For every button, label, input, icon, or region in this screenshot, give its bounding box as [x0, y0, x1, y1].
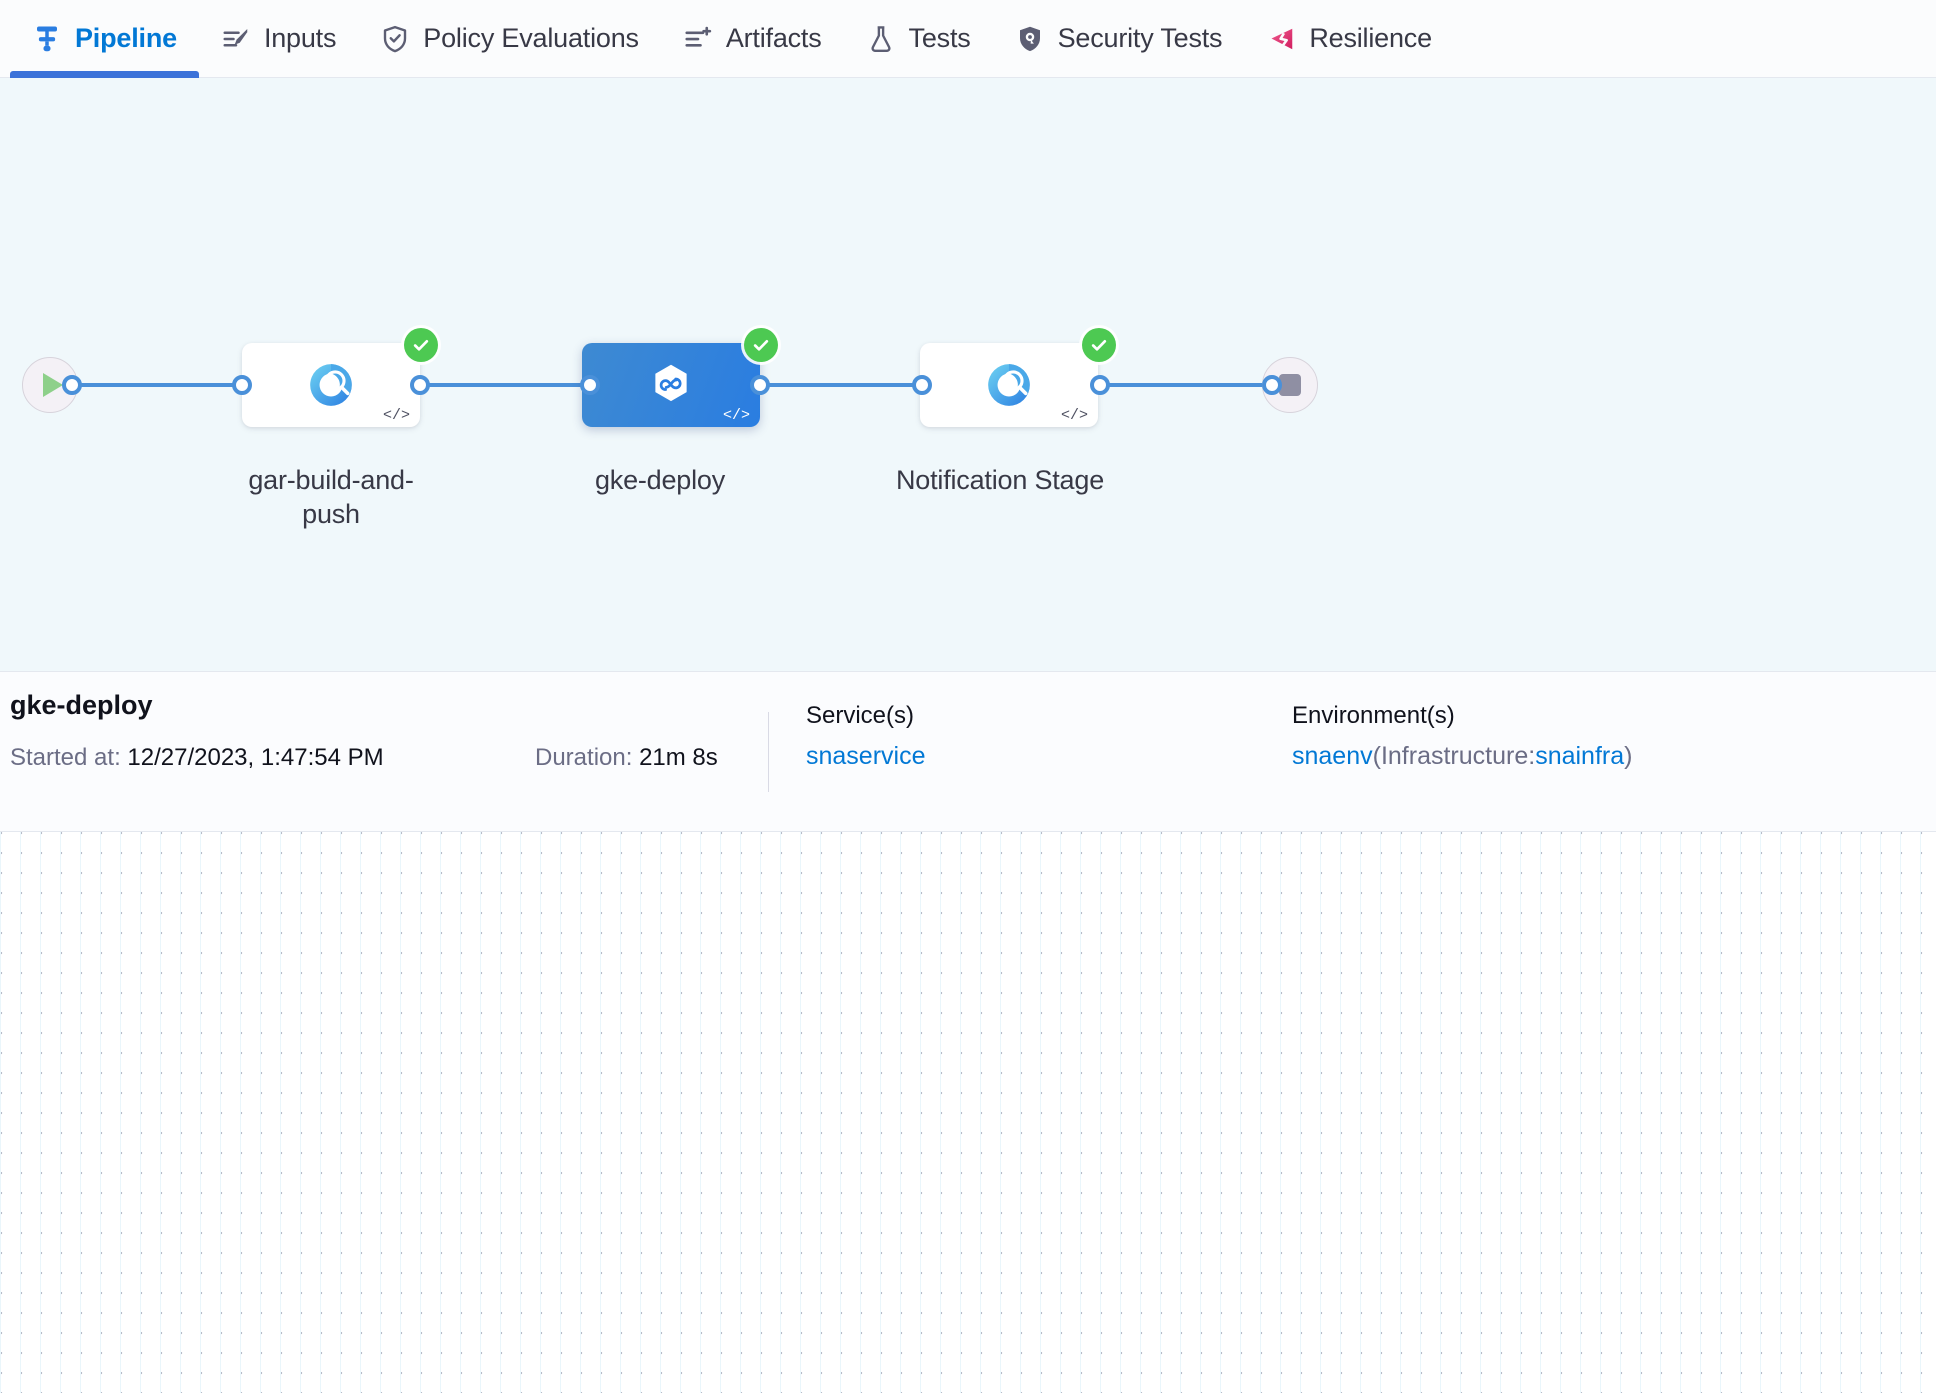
infrastructure-prefix: (Infrastructure: [1372, 742, 1536, 770]
details-divider [768, 712, 769, 792]
environment-link[interactable]: snaenv(Infrastructure:snainfra) [1292, 742, 1632, 771]
artifacts-list-icon [683, 24, 713, 54]
edge-stage3-to-end [1100, 383, 1280, 387]
environments-label: Environment(s) [1292, 702, 1455, 729]
service-link-text[interactable]: snaservice [806, 742, 926, 770]
infrastructure-suffix: ) [1624, 742, 1633, 770]
tab-tests[interactable]: Tests [844, 0, 993, 78]
stage-details-bar: gke-deploy Started at: 12/27/2023, 1:47:… [0, 672, 1936, 832]
ci-build-icon [306, 360, 356, 410]
port-stage1-in [232, 375, 252, 395]
environment-name-text[interactable]: snaenv [1292, 742, 1373, 770]
tab-bar: Pipeline Inputs Policy Evaluations Artif… [0, 0, 1936, 78]
stage-code-tag[interactable]: </> [382, 407, 410, 424]
stage-node-gar-build-and-push[interactable]: </> [242, 343, 420, 427]
port-stage3-out [1090, 375, 1110, 395]
page-title: gke-deploy [10, 690, 153, 720]
edge-stage2-to-stage3 [760, 383, 920, 387]
stage-node-gke-deploy[interactable]: </> [582, 343, 760, 427]
tab-pipeline[interactable]: Pipeline [10, 0, 199, 78]
duration-label: Duration: [535, 744, 633, 771]
tab-inputs[interactable]: Inputs [199, 0, 358, 78]
service-link[interactable]: snaservice [806, 742, 926, 771]
status-badge-success [404, 328, 438, 362]
stage-code-tag[interactable]: </> [722, 407, 750, 424]
pipeline-stage-canvas[interactable]: </> gar-build-and-push </> gke-deploy [0, 78, 1936, 672]
infrastructure-link-text[interactable]: snainfra [1535, 742, 1625, 770]
resilience-icon [1266, 24, 1296, 54]
services-label: Service(s) [806, 702, 915, 729]
pipeline-icon [32, 24, 62, 54]
ci-build-icon [984, 360, 1034, 410]
tab-resilience[interactable]: Resilience [1244, 0, 1454, 78]
duration: Duration: 21m 8s [535, 744, 718, 772]
tab-label: Resilience [1309, 23, 1432, 53]
edge-start-to-stage1 [62, 383, 252, 387]
policy-shield-icon [380, 24, 410, 54]
port-stage2-in [580, 375, 600, 395]
stage-label-gar-build-and-push: gar-build-and-push [248, 465, 414, 530]
tab-label: Pipeline [75, 23, 177, 53]
port-stage1-out [410, 375, 430, 395]
tab-label: Inputs [263, 23, 337, 53]
tab-artifacts[interactable]: Artifacts [661, 0, 844, 78]
tab-label: Policy Evaluations [423, 23, 639, 53]
started-at-value: 12/27/2023, 1:47:54 PM [127, 744, 384, 771]
execution-graph-canvas[interactable]: </> Service </> Infrastructure Resource … [0, 832, 1936, 1393]
tab-label: Artifacts [725, 23, 822, 53]
pipeline-end-node[interactable] [1262, 357, 1318, 413]
stop-icon [1279, 374, 1301, 396]
services-column: Service(s) snaservice [806, 702, 926, 771]
tab-label: Security Tests [1057, 23, 1223, 53]
stage-code-tag[interactable]: </> [1060, 407, 1088, 424]
tab-policy-evaluations[interactable]: Policy Evaluations [358, 0, 661, 78]
inputs-icon [221, 24, 251, 54]
stage-label-notification-stage: Notification Stage [895, 465, 1105, 495]
status-badge-success [1082, 328, 1116, 362]
port-end-in [1262, 375, 1282, 395]
edge-stage1-to-stage2 [420, 383, 590, 387]
flask-icon [866, 24, 896, 54]
security-shield-icon [1015, 24, 1045, 54]
port-start-out [62, 375, 82, 395]
port-stage3-in [912, 375, 932, 395]
play-icon [42, 373, 63, 397]
stage-node-notification-stage[interactable]: </> [920, 343, 1098, 427]
stage-label-gke-deploy: gke-deploy [594, 465, 726, 495]
started-at: Started at: 12/27/2023, 1:47:54 PM [10, 744, 384, 772]
status-badge-success [744, 328, 778, 362]
environments-column: Environment(s) snaenv(Infrastructure:sna… [1292, 702, 1632, 771]
port-stage2-out [750, 375, 770, 395]
tab-security-tests[interactable]: Security Tests [993, 0, 1245, 78]
tab-label: Tests [908, 23, 971, 53]
duration-value: 21m 8s [639, 744, 718, 771]
cd-deploy-icon [646, 360, 696, 410]
started-at-label: Started at: [10, 744, 121, 771]
